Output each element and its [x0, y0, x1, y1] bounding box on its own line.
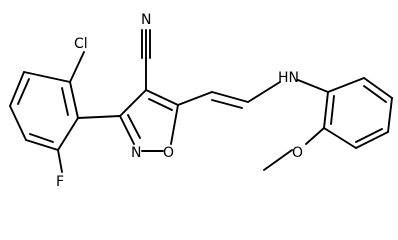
bond-isox-c4-c5 [145, 89, 179, 106]
atom-amine-nh: HN [278, 70, 299, 86]
bond-ring2-c2-c3 [363, 77, 393, 99]
atom-nitrile-nitrogen: N [141, 12, 151, 28]
bond-vinyl-double [211, 99, 243, 109]
bond-layer [9, 29, 393, 173]
bond-ring1-c4-c5 [9, 105, 27, 141]
bond-isox-c5-o [170, 104, 179, 145]
atom-label-layer: Cl F N HN N O O [56, 12, 303, 190]
bond-o-ch3 [263, 149, 293, 171]
bond-nh-ring [297, 79, 329, 93]
bond-isox-n-c3-double [127, 114, 141, 139]
bond-isox-c3-c4 [119, 89, 147, 117]
bond-ring2-c3-c4 [387, 97, 393, 133]
structure-svg: Cl F N HN N O O [9, 12, 393, 190]
bond-vinyl-nh [247, 81, 281, 103]
bond-c-f [57, 149, 63, 173]
bond-ring1-isoxazole [77, 115, 121, 119]
bond-isox-c4-c5-double [148, 98, 173, 111]
bond-ring1-c2-c3 [57, 117, 79, 151]
bond-ring2-inner-c [330, 95, 335, 125]
bond-ring1-inner-b [29, 133, 54, 143]
atom-methoxy-oxygen: O [292, 145, 303, 161]
bond-ring1-inner-c [17, 78, 30, 105]
bond-vinyl-2 [211, 91, 249, 103]
bond-ring2-c5-c6 [323, 127, 357, 149]
bond-ring1-c3-c4 [25, 139, 59, 151]
atom-fluorine: F [56, 174, 64, 190]
bond-ring2-inner-a [363, 85, 387, 103]
atom-chlorine: Cl [74, 36, 88, 52]
bond-ring2-c1-c2 [327, 77, 365, 93]
bond-isox-n-c3 [119, 115, 135, 145]
bond-ring1-c1-c2 [69, 81, 79, 119]
bond-ring2-c4-c5 [355, 131, 389, 149]
bond-ring1-inner-a [61, 87, 69, 116]
atom-isoxazole-nitrogen: N [131, 145, 141, 161]
bond-vinyl-1 [177, 91, 213, 106]
bond-ring1-c5-c6 [9, 71, 25, 107]
bond-ring1-c6-c1 [23, 71, 71, 83]
atom-isoxazole-oxygen: O [163, 145, 174, 161]
bond-ring2-c6-c1 [323, 91, 329, 129]
bond-c-cl [69, 51, 85, 83]
molecule-diagram: Cl F N HN N O O [9, 12, 393, 190]
bond-ring2-inner-b [355, 128, 383, 143]
bond-ring-o-methoxy [305, 127, 325, 145]
